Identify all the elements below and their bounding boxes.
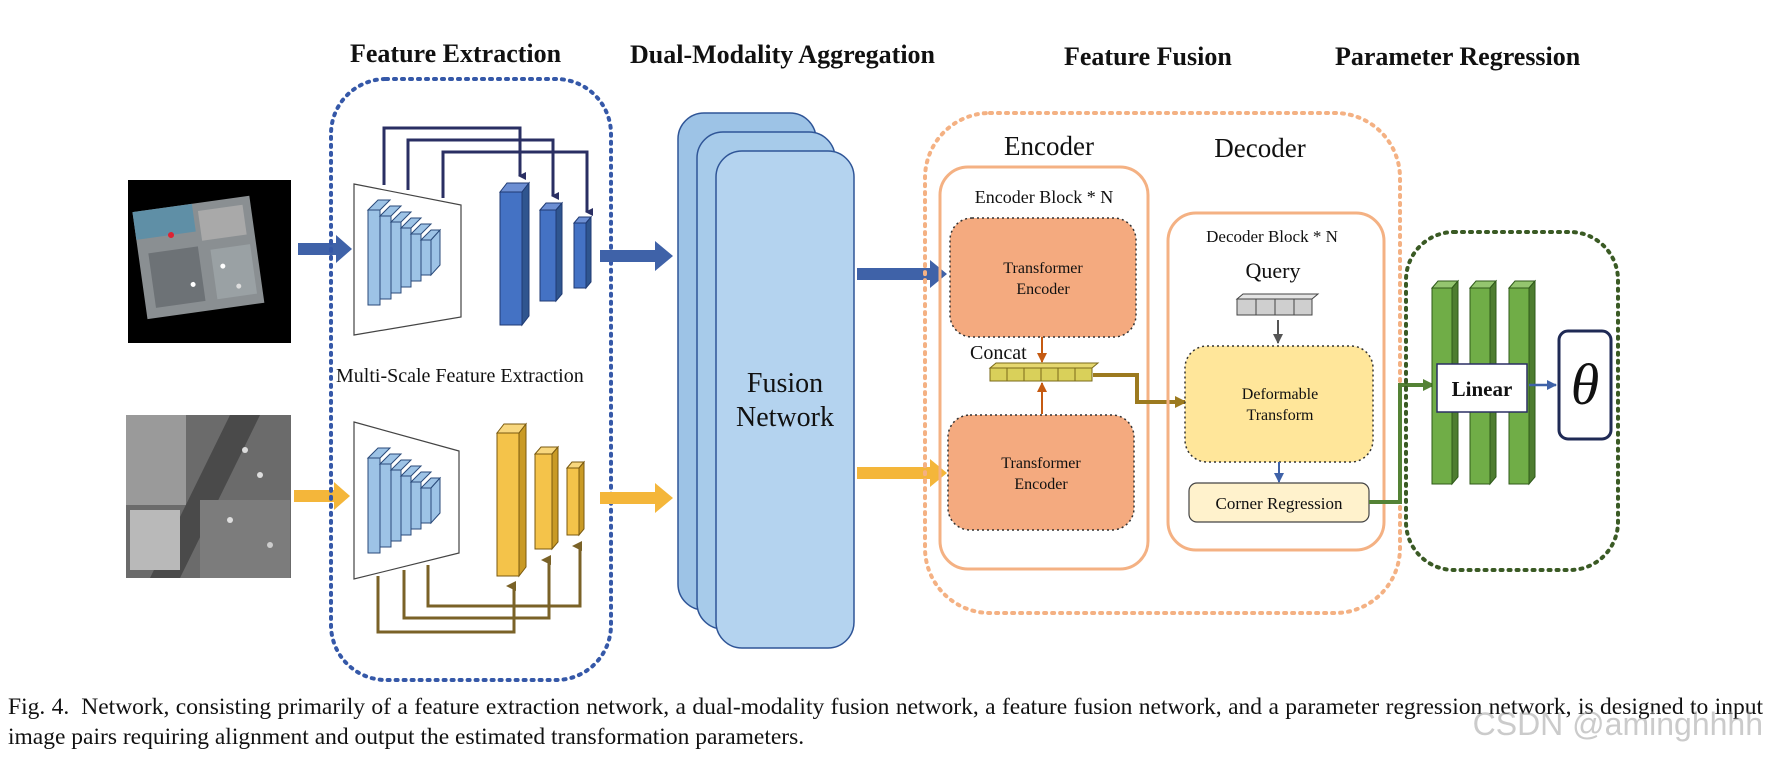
input-arrow-top	[298, 235, 352, 263]
linear-box	[1436, 363, 1528, 413]
feature-pyramid-bottom	[495, 422, 586, 578]
extraction-to-fusion-arrow-top	[600, 241, 673, 271]
fusion-to-encoder-arrow-bottom	[857, 459, 947, 487]
linear-label: Linear	[1452, 377, 1513, 401]
concat-label: Concat	[970, 342, 1027, 364]
regression-layers	[1430, 279, 1537, 486]
encoder-block-box	[938, 165, 1150, 571]
csdn-watermark: CSDN @aminghhhh	[1472, 706, 1763, 742]
deformable-transform-box	[1184, 345, 1374, 463]
decoder-block-box	[1166, 211, 1386, 552]
transformer-encoder-bottom	[947, 414, 1135, 531]
encoder-block-label: Encoder Block * N	[975, 187, 1113, 207]
section-title-feature-fusion: Feature Fusion	[1064, 42, 1232, 71]
fusion-network-label-line2: Network	[736, 402, 834, 433]
query-token-bar	[1235, 293, 1320, 316]
input-arrow-bottom	[294, 482, 350, 510]
extraction-to-fusion-arrow-bottom	[600, 483, 673, 513]
feature-pyramid-top	[498, 181, 593, 327]
section-title-dual-modality: Dual-Modality Aggregation	[630, 40, 936, 69]
skip-connections-top	[382, 126, 593, 216]
section-title-feature-extraction: Feature Extraction	[350, 39, 562, 68]
fusion-network-label-line1: Fusion	[747, 368, 823, 399]
corner-to-regression-arrow	[1369, 379, 1435, 504]
parameter-regression-container	[1404, 230, 1620, 572]
skip-connections-bottom	[376, 541, 582, 634]
transformer-encoder-top-line2: Encoder	[1016, 281, 1070, 298]
concat-to-decoder-arrow	[1093, 373, 1187, 408]
input-image-infrared	[126, 415, 291, 578]
section-title-parameter-regression: Parameter Regression	[1335, 42, 1581, 71]
decoder-heading: Decoder	[1214, 133, 1305, 163]
backbone-layers-top	[366, 199, 442, 306]
corner-regression-label: Corner Regression	[1215, 494, 1343, 513]
feature-fusion-container	[923, 111, 1402, 615]
transformer-encoder-top	[949, 217, 1137, 338]
deformable-transform-line1: Deformable	[1242, 386, 1318, 403]
network-diagram: Feature Extraction Dual-Modality Aggrega…	[126, 39, 1620, 682]
encoder-heading: Encoder	[1004, 131, 1094, 161]
transformer-encoder-bottom-line2: Encoder	[1014, 476, 1068, 493]
fusion-to-encoder-arrow-top	[857, 260, 947, 288]
multi-scale-label: Multi-Scale Feature Extraction	[336, 365, 584, 387]
figure-caption: Fig. 4.Network, consisting primarily of …	[8, 692, 1763, 752]
deformable-transform-line2: Transform	[1247, 407, 1315, 424]
query-label: Query	[1246, 258, 1301, 283]
figure-caption-label: Fig. 4.	[8, 694, 70, 720]
decoder-block-label: Decoder Block * N	[1206, 227, 1338, 246]
concat-token-bar	[988, 362, 1100, 382]
backbone-layers-bottom	[366, 447, 442, 554]
fusion-network-stack	[677, 112, 855, 649]
feature-extraction-container	[329, 77, 613, 682]
figure-caption-text: Network, consisting primarily of a featu…	[8, 694, 1763, 750]
theta-symbol: θ	[1571, 352, 1600, 417]
input-image-visible	[128, 180, 291, 343]
transformer-encoder-bottom-line1: Transformer	[1001, 455, 1081, 472]
theta-output-box	[1557, 329, 1613, 441]
transformer-encoder-top-line1: Transformer	[1003, 260, 1083, 277]
